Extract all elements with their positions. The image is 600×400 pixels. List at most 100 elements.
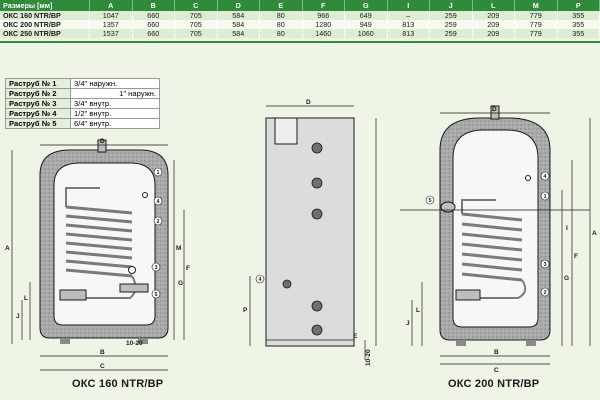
legend-row: Раструб № 3 3/4" внутр.: [5, 98, 160, 109]
table-cell: 779: [514, 11, 558, 20]
callout-number: 2: [156, 219, 159, 225]
dim-label: L: [416, 307, 420, 314]
dim-label: D: [492, 106, 497, 113]
dim-label: C: [100, 363, 105, 370]
legend-row: Раструб № 4 1/2" внутр.: [5, 108, 160, 119]
callout-number: 1: [543, 194, 546, 200]
port-description: 3/4" внутр.: [70, 98, 160, 109]
side-cap: [274, 117, 298, 145]
dim-label: A: [5, 245, 10, 252]
dimensions-table: Размеры [мм] A B C D E F G I J L M P ОКС…: [0, 0, 600, 38]
dim-label: 10-20: [126, 340, 143, 347]
heat-exchanger-coil: [461, 212, 523, 282]
callout-bubble: [255, 274, 265, 284]
heat-exchanger-coil: [65, 205, 133, 278]
dim-label: I: [566, 225, 568, 232]
port-name: Раструб № 3: [5, 98, 71, 109]
dim-label: L: [24, 295, 28, 302]
header-cell: J: [429, 0, 473, 11]
header-cell: Размеры [мм]: [0, 0, 90, 11]
header-cell: A: [89, 0, 133, 11]
header-cell: E: [259, 0, 303, 11]
side-dimension-lines: [249, 105, 377, 360]
table-row: ОКС 200 NTR/BP 1357 660 705 584 80 1280 …: [0, 20, 600, 29]
table-cell: 1537: [89, 29, 133, 38]
outlet-pipe: [97, 139, 107, 153]
table-cell: 355: [557, 20, 600, 29]
callout-number: 4: [543, 174, 547, 180]
table-cell: 705: [174, 11, 218, 20]
table-cell: –: [387, 11, 430, 20]
callout-bubble: [151, 262, 161, 272]
sensor-port: [128, 266, 136, 274]
callout-number: 3: [543, 262, 546, 268]
side-body: [265, 117, 355, 347]
table-cell: 259: [429, 11, 473, 20]
table-cell: 584: [217, 29, 260, 38]
tank-drawing-left: [11, 139, 185, 371]
table-cell: 949: [344, 20, 388, 29]
model-cell: ОКС 200 NTR/BP: [0, 20, 90, 29]
table-cell: 966: [302, 11, 345, 20]
tank-foot: [138, 338, 148, 344]
sensor-port: [525, 175, 531, 181]
header-cell: D: [217, 0, 260, 11]
dim-label: J: [406, 320, 410, 327]
table-cell: 705: [174, 29, 218, 38]
port-description: 1" наружн.: [70, 88, 160, 99]
callout-number: 5: [154, 292, 157, 298]
side-ports: [282, 142, 323, 336]
callout-bubble: [153, 196, 163, 206]
table-cell: 80: [259, 20, 303, 29]
header-cell: C: [174, 0, 218, 11]
table-cell: 355: [557, 11, 600, 20]
callout-number: 2: [543, 290, 546, 296]
callout-number: 4: [258, 277, 262, 283]
header-cell: M: [514, 0, 558, 11]
tank-drawing-right: [400, 105, 591, 365]
callout-number: 5: [428, 198, 431, 204]
table-cell: 649: [344, 11, 388, 20]
callout-bubble: [540, 171, 550, 181]
table-header-row: Размеры [мм] A B C D E F G I J L M P: [0, 0, 600, 11]
dim-label: D: [100, 138, 105, 145]
table-cell: 80: [259, 29, 303, 38]
port-description: 6/4" внутр.: [70, 118, 160, 129]
model-caption-left: ОКС 160 NTR/BP: [72, 378, 164, 390]
table-cell: 1047: [89, 11, 133, 20]
dimension-lines: [11, 144, 185, 371]
tank-foot: [456, 340, 466, 346]
table-cell: 1357: [89, 20, 133, 29]
port-description: 3/4" наружн.: [70, 78, 160, 89]
sensor-port: [142, 192, 148, 198]
table-row: ОКС 160 NTR/BP 1047 660 705 584 80 966 6…: [0, 11, 600, 20]
legend-row: Раструб № 2 1" наружн.: [5, 88, 160, 99]
legend-row: Раструб № 5 6/4" внутр.: [5, 118, 160, 129]
dim-label: B: [494, 349, 499, 356]
table-cell: 209: [472, 20, 515, 29]
model-cell: ОКС 160 NTR/BP: [0, 11, 90, 20]
dim-label: J: [16, 313, 20, 320]
callout-bubble: [540, 287, 550, 297]
dim-label: G: [178, 280, 183, 287]
callout-bubble: [153, 216, 163, 226]
dim-label: M: [176, 245, 181, 252]
callout-number: 1: [156, 170, 159, 176]
header-cell: I: [387, 0, 430, 11]
table-cell: 660: [132, 20, 175, 29]
model-caption-right: ОКС 200 NTR/BP: [448, 378, 540, 390]
port-name: Раструб № 2: [5, 88, 71, 99]
dim-label: E: [353, 333, 358, 340]
callouts: 1 4 2 3 5 4 5 4 1 3 2: [151, 167, 550, 299]
header-cell: P: [557, 0, 600, 11]
inspection-flange: [455, 289, 481, 301]
table-cell: 1280: [302, 20, 345, 29]
callout-number: 3: [154, 265, 157, 271]
callout-bubble: [151, 289, 161, 299]
dim-label: P: [243, 307, 248, 314]
header-cell: G: [344, 0, 388, 11]
table-cell: 355: [557, 29, 600, 38]
anode-port: [440, 201, 456, 213]
